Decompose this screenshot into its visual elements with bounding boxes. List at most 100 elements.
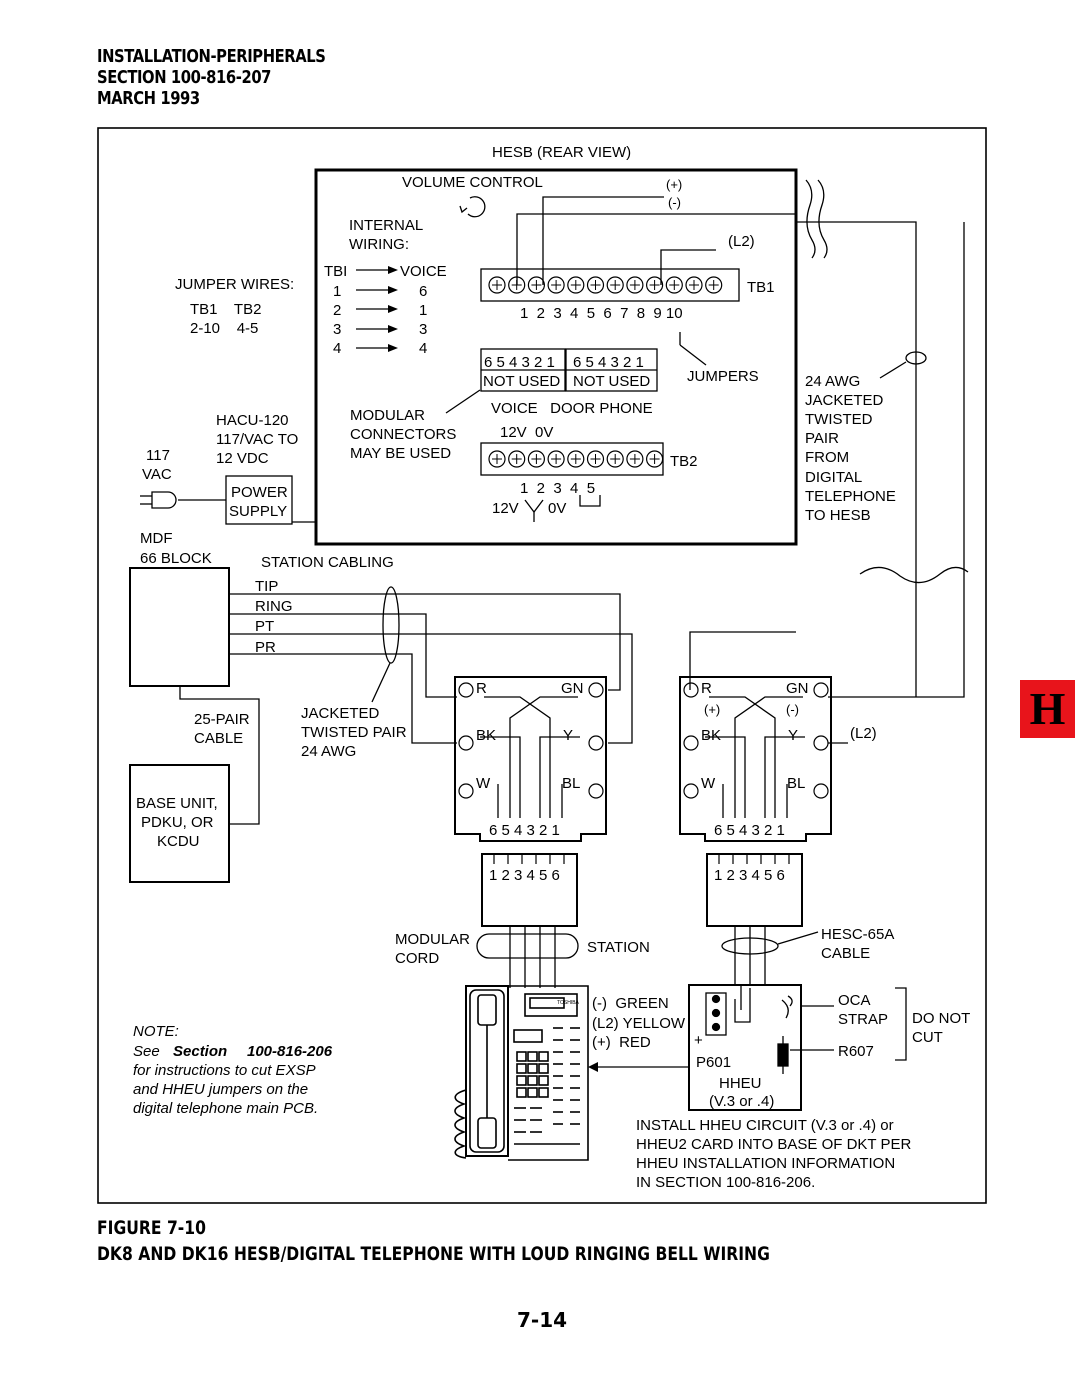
tb2-screw bbox=[567, 450, 585, 468]
cable-label: CABLE bbox=[194, 730, 243, 747]
map-left-3: 3 bbox=[333, 321, 341, 338]
note-line-1: for instructions to cut EXSP bbox=[133, 1062, 316, 1079]
tb1-screw bbox=[685, 276, 703, 294]
install-line-4: IN SECTION 100-816-206. bbox=[636, 1174, 815, 1191]
tb1-screw bbox=[508, 276, 526, 294]
twisted-pair-label: TWISTED PAIR bbox=[301, 724, 407, 741]
note-section: Section bbox=[173, 1043, 227, 1060]
jack-right-y: Y bbox=[788, 727, 798, 744]
awg-right-6: DIGITAL bbox=[805, 469, 862, 486]
voice-door-label: VOICE DOOR PHONE bbox=[491, 400, 653, 417]
tbi-label: TBI bbox=[324, 263, 347, 280]
header-line-3: MARCH 1993 bbox=[97, 88, 200, 109]
jack-left-gn: GN bbox=[561, 680, 584, 697]
do-not-label: DO NOT bbox=[912, 1010, 970, 1027]
jumpers-label: JUMPERS bbox=[687, 368, 759, 385]
map-right-3: 3 bbox=[419, 321, 427, 338]
base-unit-label: BASE UNIT, bbox=[136, 795, 218, 812]
tb1-screw bbox=[488, 276, 506, 294]
toshiba-label: TOSHIBA bbox=[557, 1000, 580, 1006]
map-right-1: 6 bbox=[419, 283, 427, 300]
v117-to-label: 117/VAC TO bbox=[216, 431, 298, 448]
volume-control-label: VOLUME CONTROL bbox=[402, 174, 543, 191]
pdku-label: PDKU, OR bbox=[141, 814, 214, 831]
note-see: See bbox=[133, 1043, 160, 1060]
note-line-3: digital telephone main PCB. bbox=[133, 1100, 318, 1117]
digital-telephone bbox=[454, 985, 589, 1161]
tip-label: TIP bbox=[255, 578, 278, 595]
vac-label: VAC bbox=[142, 466, 172, 483]
jack-right-bk: BK bbox=[701, 727, 721, 744]
tb2-screw bbox=[547, 450, 565, 468]
strap-label: STRAP bbox=[838, 1011, 888, 1028]
tb2-screw bbox=[626, 450, 644, 468]
header-line-2: SECTION 100-816-207 bbox=[97, 67, 272, 88]
tb1-screw bbox=[626, 276, 644, 294]
install-line-2: HHEU2 CARD INTO BASE OF DKT PER bbox=[636, 1136, 911, 1153]
jack-left-bk: BK bbox=[476, 727, 496, 744]
jack-left-r: R bbox=[476, 680, 487, 697]
jumper-wires-label: JUMPER WIRES: bbox=[175, 276, 294, 293]
tb1-screw bbox=[705, 276, 723, 294]
tb1-tb2-label: TB1 TB2 bbox=[190, 301, 261, 318]
v0-label: 0V bbox=[548, 500, 566, 517]
pt-label: PT bbox=[255, 618, 274, 635]
pr-label: PR bbox=[255, 639, 276, 656]
power-label: POWER bbox=[231, 484, 288, 501]
jack-right-bl: BL bbox=[787, 775, 805, 792]
plug-left bbox=[481, 853, 578, 927]
tb2-screw bbox=[606, 450, 624, 468]
header-line-1: INSTALLATION-PERIPHERALS bbox=[97, 46, 326, 67]
tb1-screw bbox=[606, 276, 624, 294]
map-left-2: 2 bbox=[333, 302, 341, 319]
pins-door: 6 5 4 3 2 1 bbox=[573, 354, 644, 371]
tb2-screw bbox=[586, 450, 605, 468]
not-used-door: NOT USED bbox=[573, 373, 650, 390]
jack-right-l2: (L2) bbox=[850, 725, 877, 742]
jack-right-r: R bbox=[701, 680, 712, 697]
tb2-screw bbox=[488, 450, 506, 468]
tb1-screws bbox=[488, 276, 723, 294]
awg-right-4: PAIR bbox=[805, 430, 839, 447]
note-section-number: 100-816-206 bbox=[247, 1043, 333, 1060]
kcdu-label: KCDU bbox=[157, 833, 200, 850]
modular-cord-label-1: MODULAR bbox=[395, 931, 470, 948]
tb2-screws bbox=[488, 450, 664, 468]
minus-label: (-) bbox=[668, 195, 681, 210]
awg-right-3: TWISTED bbox=[805, 411, 873, 428]
jack-right-gn: GN bbox=[786, 680, 809, 697]
modular-label: MODULAR bbox=[350, 407, 425, 424]
p601-label: P601 bbox=[696, 1054, 731, 1071]
wiring-label: WIRING: bbox=[349, 236, 409, 253]
may-be-used-label: MAY BE USED bbox=[350, 445, 451, 462]
pair25-label: 25-PAIR bbox=[194, 711, 250, 728]
awg-right-7: TELEPHONE bbox=[805, 488, 896, 505]
v117-label: 117 bbox=[146, 447, 170, 464]
connectors-label: CONNECTORS bbox=[350, 426, 456, 443]
tb1-screw bbox=[547, 276, 565, 294]
map-right-4: 4 bbox=[419, 340, 427, 357]
ring-label: RING bbox=[255, 598, 293, 615]
plus-label: (+) bbox=[666, 177, 682, 192]
awg-right-2: JACKETED bbox=[805, 392, 884, 409]
hheu-box bbox=[688, 984, 802, 1111]
map-left-4: 4 bbox=[333, 340, 341, 357]
install-line-3: HHEU INSTALLATION INFORMATION bbox=[636, 1155, 895, 1172]
plug-right bbox=[706, 853, 803, 927]
awg-right-5: FROM bbox=[805, 449, 849, 466]
cut-label: CUT bbox=[912, 1029, 943, 1046]
jack-right bbox=[679, 676, 832, 842]
awg24-label: 24 AWG bbox=[301, 743, 356, 760]
jacketed-label: JACKETED bbox=[301, 705, 380, 722]
modular-cord-label-2: CORD bbox=[395, 950, 439, 967]
base-unit-box bbox=[129, 764, 230, 883]
tb2-screw bbox=[527, 450, 546, 468]
hheu-label: HHEU bbox=[719, 1075, 762, 1092]
pins-voice: 6 5 4 3 2 1 bbox=[484, 354, 555, 371]
station-label: STATION bbox=[587, 939, 650, 956]
jack-left-pins: 6 5 4 3 2 1 bbox=[489, 822, 560, 839]
tb1-screw bbox=[527, 276, 546, 294]
supply-label: SUPPLY bbox=[229, 503, 287, 520]
jack-right-w: W bbox=[701, 775, 716, 792]
tb2-numbers: 1 2 3 4 5 bbox=[520, 480, 595, 497]
